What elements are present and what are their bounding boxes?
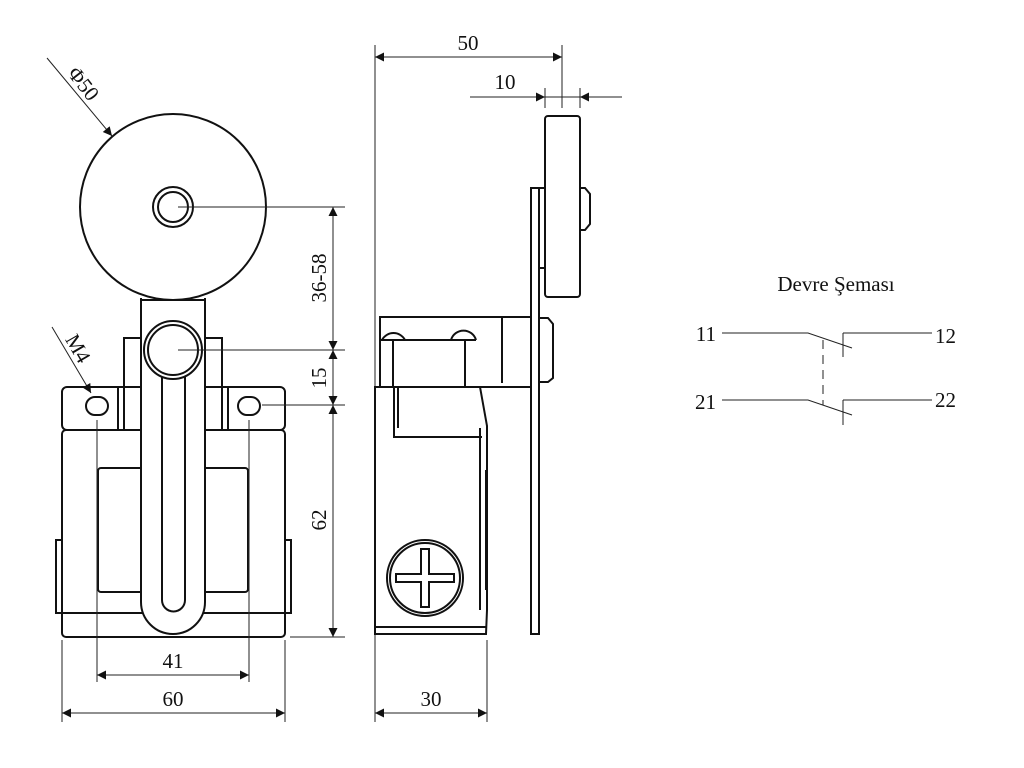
side-view: 50 10 30 bbox=[374, 31, 622, 722]
terminal-11: 11 bbox=[696, 322, 716, 346]
roller-side bbox=[544, 115, 581, 298]
screw-icon bbox=[386, 539, 464, 617]
pivot-bracket-left bbox=[123, 337, 142, 389]
dim-pivot-to-holes: 15 bbox=[307, 368, 331, 389]
dim-total-depth: 50 bbox=[458, 31, 479, 55]
dim-roller-width: 10 bbox=[495, 70, 516, 94]
side-tab-left bbox=[55, 539, 63, 614]
mounting-hole-left bbox=[85, 396, 109, 416]
dim-hole-spacing: 41 bbox=[163, 649, 184, 673]
front-view: 41 60 36-58 15 62 Φ50 M4 bbox=[46, 57, 345, 722]
dim-body-width: 60 bbox=[163, 687, 184, 711]
dim-lever-length: 36-58 bbox=[307, 254, 331, 303]
pivot-bracket-right bbox=[204, 337, 223, 389]
dim-body-height: 62 bbox=[307, 510, 331, 531]
actuator-head bbox=[379, 316, 532, 388]
shaft-end bbox=[538, 317, 554, 383]
mounting-hole-right bbox=[237, 396, 261, 416]
terminal-22: 22 bbox=[935, 388, 956, 412]
thread-label: M4 bbox=[60, 330, 96, 368]
side-tab-right bbox=[284, 539, 292, 614]
dim-body-depth: 30 bbox=[421, 687, 442, 711]
roller-diameter-label: Φ50 bbox=[63, 62, 104, 105]
terminal-12: 12 bbox=[935, 324, 956, 348]
circuit-diagram: Devre Şeması 11 12 21 22 bbox=[695, 272, 956, 425]
circuit-title: Devre Şeması bbox=[777, 272, 894, 296]
lever-plate bbox=[530, 187, 540, 635]
terminal-21: 21 bbox=[695, 390, 716, 414]
